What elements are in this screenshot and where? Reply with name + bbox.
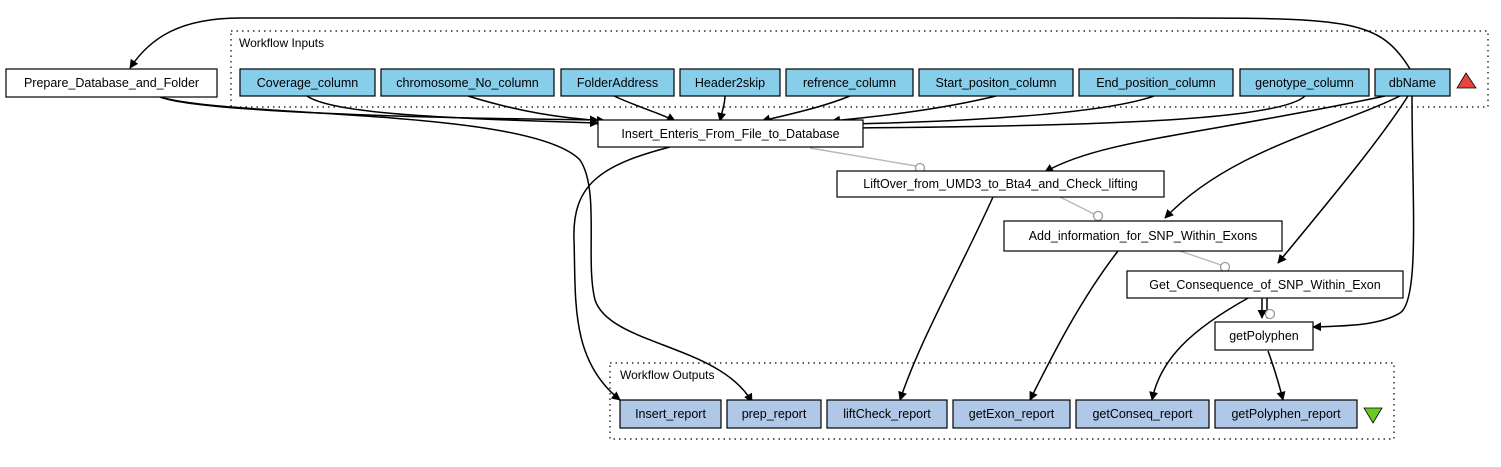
input-node[interactable]: FolderAddress [560, 68, 675, 97]
control-link-insert-liftover [809, 147, 917, 167]
edge-genotype-insert [854, 95, 1306, 133]
edge-dbname-prepare [129, 17, 1411, 70]
output-node-label: getExon_report [969, 407, 1055, 421]
output-node-label: getPolyphen_report [1231, 407, 1341, 421]
edge-dbname-getconseq [1277, 95, 1409, 264]
output-node[interactable]: liftCheck_report [826, 399, 948, 429]
input-node[interactable]: Coverage_column [239, 68, 376, 97]
input-node[interactable]: genotype_column [1239, 68, 1370, 97]
workflow-inputs-cluster: Workflow Inputs [230, 30, 1489, 108]
output-node[interactable]: prep_report [726, 399, 822, 429]
processor-node[interactable]: getPolyphen [1214, 321, 1314, 351]
input-node[interactable]: refrence_column [785, 68, 914, 97]
workflow-inputs-title: Workflow Inputs [239, 36, 324, 50]
control-port-getconseq [1219, 261, 1231, 273]
edge-dbname-liftover [1044, 95, 1386, 173]
edge-header-insert [717, 95, 727, 122]
processor-node-label: Insert_Enteris_From_File_to_Database [621, 127, 839, 141]
processor-node-label: Add_information_for_SNP_Within_Exons [1029, 229, 1258, 243]
edge-coverage-insert [306, 95, 599, 128]
edge-getpolyphen-report [1267, 350, 1286, 401]
processor-node[interactable]: Insert_Enteris_From_File_to_Database [597, 119, 864, 148]
output-node[interactable]: getConseq_report [1075, 399, 1210, 429]
processor-node[interactable]: Get_Consequence_of_SNP_Within_Exon [1126, 270, 1404, 299]
control-port-addinfo [1092, 210, 1104, 222]
processor-node[interactable]: LiftOver_from_UMD3_to_Bta4_and_Check_lif… [836, 170, 1165, 198]
workflow-outputs-cluster: Workflow Outputs [609, 362, 1395, 440]
output-nodes: Insert_report prep_report liftCheck_repo… [619, 399, 1358, 429]
input-node-label: Header2skip [695, 76, 765, 90]
edge-end-insert [849, 95, 1155, 129]
input-node-label: refrence_column [803, 76, 896, 90]
output-node-label: liftCheck_report [843, 407, 931, 421]
processor-node-label: Prepare_Database_and_Folder [24, 76, 199, 90]
processor-node-label: Get_Consequence_of_SNP_Within_Exon [1149, 278, 1380, 292]
input-node-label: chromosome_No_column [396, 76, 538, 90]
edge-dbname-getpolyphen [1312, 95, 1415, 332]
processor-node-label: getPolyphen [1229, 329, 1299, 343]
input-nodes: Coverage_column chromosome_No_column Fol… [239, 68, 1451, 97]
output-node-label: getConseq_report [1092, 407, 1193, 421]
processor-node[interactable]: Prepare_Database_and_Folder [5, 68, 218, 98]
input-node-label: Coverage_column [257, 76, 358, 90]
control-link-liftover-addinfo [1059, 196, 1095, 215]
edge-folder-insert [613, 95, 676, 122]
input-node-label: genotype_column [1255, 76, 1354, 90]
input-node-label: End_position_column [1096, 76, 1216, 90]
edges [129, 17, 1415, 403]
edge-start-insert [831, 95, 997, 125]
output-node-label: prep_report [742, 407, 807, 421]
input-node-label: FolderAddress [577, 76, 658, 90]
edge-chromosome-insert [467, 95, 606, 125]
workflow-outputs-title: Workflow Outputs [620, 368, 714, 382]
edge-dbname-addinfo [1164, 95, 1401, 219]
processor-node-label: LiftOver_from_UMD3_to_Bta4_and_Check_lif… [863, 177, 1137, 191]
output-node[interactable]: getExon_report [952, 399, 1071, 429]
processor-nodes: Prepare_Database_and_Folder Insert_Enter… [5, 68, 1404, 351]
red-up-triangle-icon [1456, 72, 1477, 89]
input-node-label: dbName [1389, 76, 1436, 90]
control-link-addinfo-getconseq [1179, 250, 1222, 266]
input-node[interactable]: Start_positon_column [918, 68, 1074, 97]
output-node[interactable]: Insert_report [619, 399, 722, 429]
edge-liftover-liftcheck [898, 196, 994, 401]
input-node[interactable]: Header2skip [679, 68, 781, 97]
input-node-label: Start_positon_column [936, 76, 1057, 90]
output-node[interactable]: getPolyphen_report [1214, 399, 1358, 429]
processor-node[interactable]: Add_information_for_SNP_Within_Exons [1003, 220, 1283, 252]
input-node[interactable]: dbName [1374, 68, 1451, 97]
edge-getconseq-getconseqreport [1149, 296, 1251, 401]
edge-insert-insertreport [573, 146, 671, 401]
input-node[interactable]: chromosome_No_column [380, 68, 555, 97]
control-port-getpolyphen [1264, 308, 1276, 320]
green-down-triangle-icon [1363, 407, 1383, 424]
input-node[interactable]: End_position_column [1078, 68, 1234, 97]
edge-refrence-insert [761, 95, 851, 124]
output-node-label: Insert_report [635, 407, 706, 421]
edge-addinfo-getexon [1029, 250, 1119, 401]
